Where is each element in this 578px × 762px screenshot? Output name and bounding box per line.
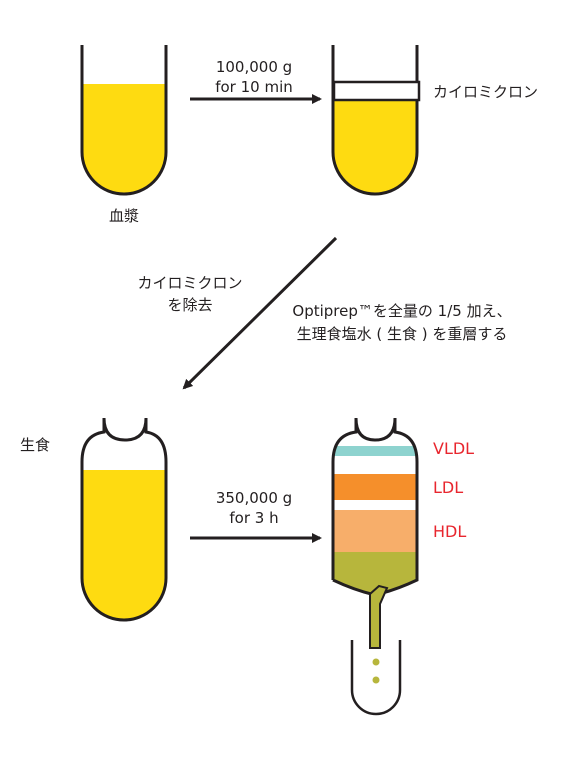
collection-tube	[350, 640, 402, 716]
layered-tube-neck	[102, 417, 148, 442]
ldl-label: LDL	[433, 478, 463, 497]
drain-needle	[369, 584, 389, 649]
optiprep-label-2: 生理食塩水 ( 生食 ) を重層する	[297, 325, 508, 343]
centrifuged-tube-outline	[331, 45, 419, 196]
chylomicron-label: カイロミクロン	[433, 83, 538, 101]
collection-tube-outline	[350, 640, 402, 716]
hdl-band	[333, 510, 417, 552]
plasma-fill-3	[82, 470, 166, 620]
drop-2	[372, 676, 380, 684]
drop-1	[372, 658, 380, 666]
ldl-band	[333, 474, 417, 500]
saline-label: 生食	[20, 436, 50, 454]
plasma-label: 血漿	[109, 207, 139, 225]
plasma-tube	[80, 45, 168, 196]
remove-label-1: カイロミクロン	[137, 274, 242, 292]
layered-tube	[80, 417, 168, 622]
time-label-2: for 3 h	[229, 509, 278, 527]
separated-tube-neck	[354, 417, 397, 442]
centrifuged-tube	[331, 45, 421, 196]
plasma-fill	[82, 84, 166, 194]
layered-tube-outline	[80, 418, 168, 622]
separated-tube	[331, 417, 419, 649]
plasma-fill-2	[333, 100, 417, 194]
transfer-arrow	[182, 236, 338, 390]
time-label-1: for 10 min	[215, 78, 293, 96]
vldl-label: VLDL	[433, 439, 474, 458]
optiprep-label-1: Optiprep™を全量の 1/5 加え、	[292, 302, 511, 320]
hdl-label: HDL	[433, 522, 466, 541]
plasma-tube-outline	[80, 45, 168, 196]
speed-label-2: 350,000 g	[216, 489, 292, 507]
separated-tube-outline	[331, 418, 419, 597]
chylomicron-layer	[332, 80, 421, 102]
remove-label-2: を除去	[167, 296, 212, 314]
vldl-band	[333, 446, 417, 456]
speed-label-1: 100,000 g	[216, 58, 292, 76]
